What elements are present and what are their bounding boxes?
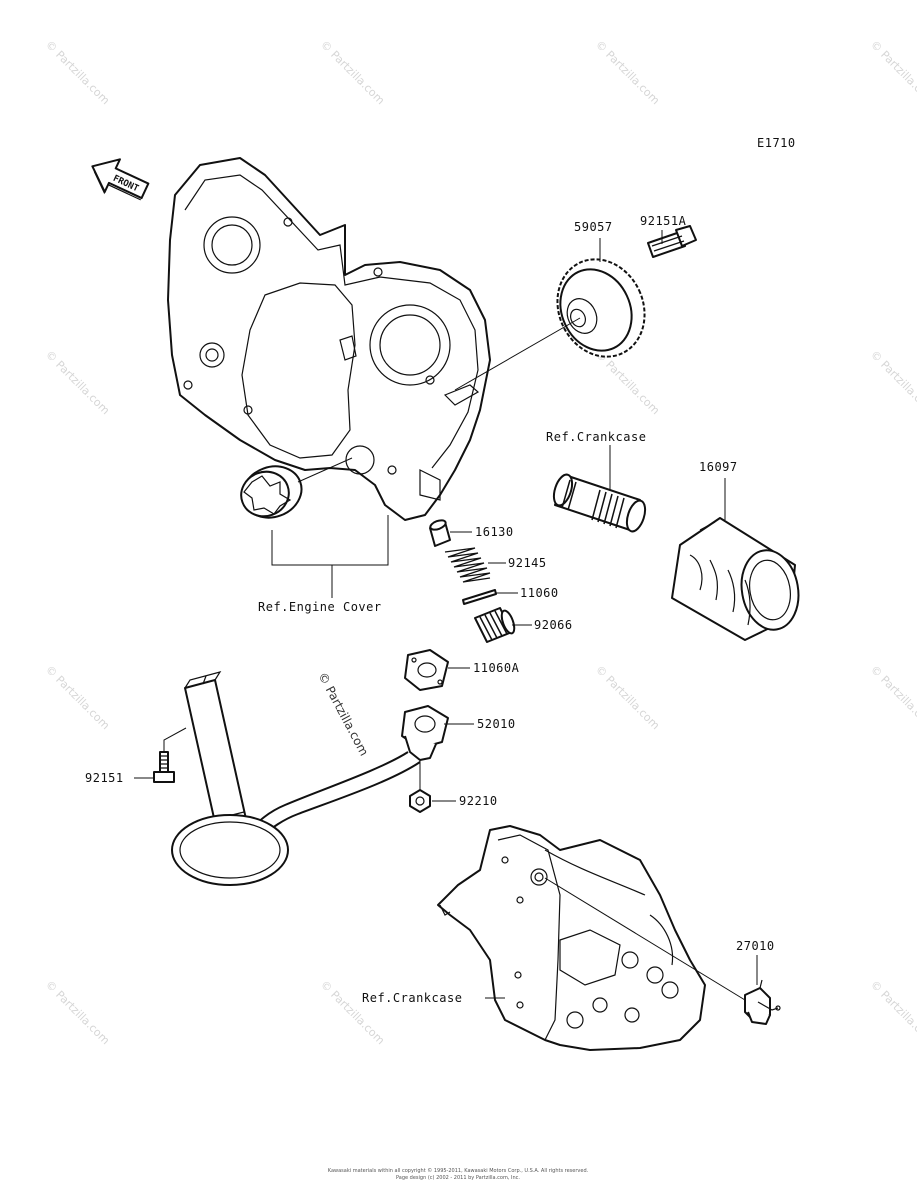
part-label-16097: 16097 xyxy=(699,460,738,474)
nut-92210 xyxy=(409,789,431,813)
spring-92145 xyxy=(444,547,491,583)
gear-59057 xyxy=(556,258,646,358)
plug-92066 xyxy=(474,607,516,643)
part-label-11060a: 11060A xyxy=(473,661,520,675)
copyright-footer-line2: Page design (c) 2002 - 2011 by Partzilla… xyxy=(396,1175,520,1181)
oil-filter-16097 xyxy=(671,517,800,641)
bolt-92151 xyxy=(153,751,175,783)
svg-text:© Partzilla.com: © Partzilla.com xyxy=(318,38,387,107)
part-label-92151a: 92151A xyxy=(640,214,687,228)
svg-text:© Partzilla.com: © Partzilla.com xyxy=(868,663,917,732)
bolt-92151a xyxy=(647,225,697,258)
svg-text:© Partzilla.com: © Partzilla.com xyxy=(43,38,112,107)
svg-text:© Partzilla.com: © Partzilla.com xyxy=(593,38,662,107)
svg-text:© Partzilla.com: © Partzilla.com xyxy=(318,978,387,1047)
oil-strainer-52010 xyxy=(171,671,449,886)
part-label-16130: 16130 xyxy=(475,525,514,539)
oil-pressure-switch-27010 xyxy=(744,979,781,1025)
copyright-footer-line1: Kawasaki materials within all copyright … xyxy=(328,1167,589,1174)
svg-text:© Partzilla.com: © Partzilla.com xyxy=(43,348,112,417)
diagram-code: E1710 xyxy=(757,136,796,150)
svg-text:© Partzilla.com: © Partzilla.com xyxy=(868,978,917,1047)
ref-crankcase-bottom: Ref.Crankcase xyxy=(362,991,462,1005)
watermark-main: © Partzilla.com xyxy=(315,670,371,758)
ref-crankcase-top: Ref.Crankcase xyxy=(546,430,646,444)
svg-text:© Partzilla.com: © Partzilla.com xyxy=(868,348,917,417)
front-arrow-icon: FRONT xyxy=(91,158,150,201)
svg-text:© Partzilla.com: © Partzilla.com xyxy=(868,38,917,107)
svg-text:© Partzilla.com: © Partzilla.com xyxy=(43,663,112,732)
part-label-27010: 27010 xyxy=(736,939,775,953)
part-label-92145: 92145 xyxy=(508,556,547,570)
gasket-11060a xyxy=(404,649,449,691)
part-label-92210: 92210 xyxy=(459,794,498,808)
relief-valve-16130 xyxy=(429,519,451,547)
svg-text:© Partzilla.com: © Partzilla.com xyxy=(593,663,662,732)
engine-cover xyxy=(167,157,491,521)
part-label-92151: 92151 xyxy=(85,771,124,785)
crankcase-bottom xyxy=(437,825,706,1051)
washer-11060 xyxy=(462,589,497,605)
engine-cover-ref-bracket xyxy=(271,515,389,598)
svg-text:© Partzilla.com: © Partzilla.com xyxy=(593,348,662,417)
part-label-11060: 11060 xyxy=(520,586,559,600)
part-label-92066: 92066 xyxy=(534,618,573,632)
svg-text:© Partzilla.com: © Partzilla.com xyxy=(43,978,112,1047)
part-label-52010: 52010 xyxy=(477,717,516,731)
ref-engine-cover: Ref.Engine Cover xyxy=(258,600,382,614)
part-label-59057: 59057 xyxy=(574,220,613,234)
pipe-crankcase-ref xyxy=(552,473,647,533)
oil-pump-rotor xyxy=(240,465,303,519)
